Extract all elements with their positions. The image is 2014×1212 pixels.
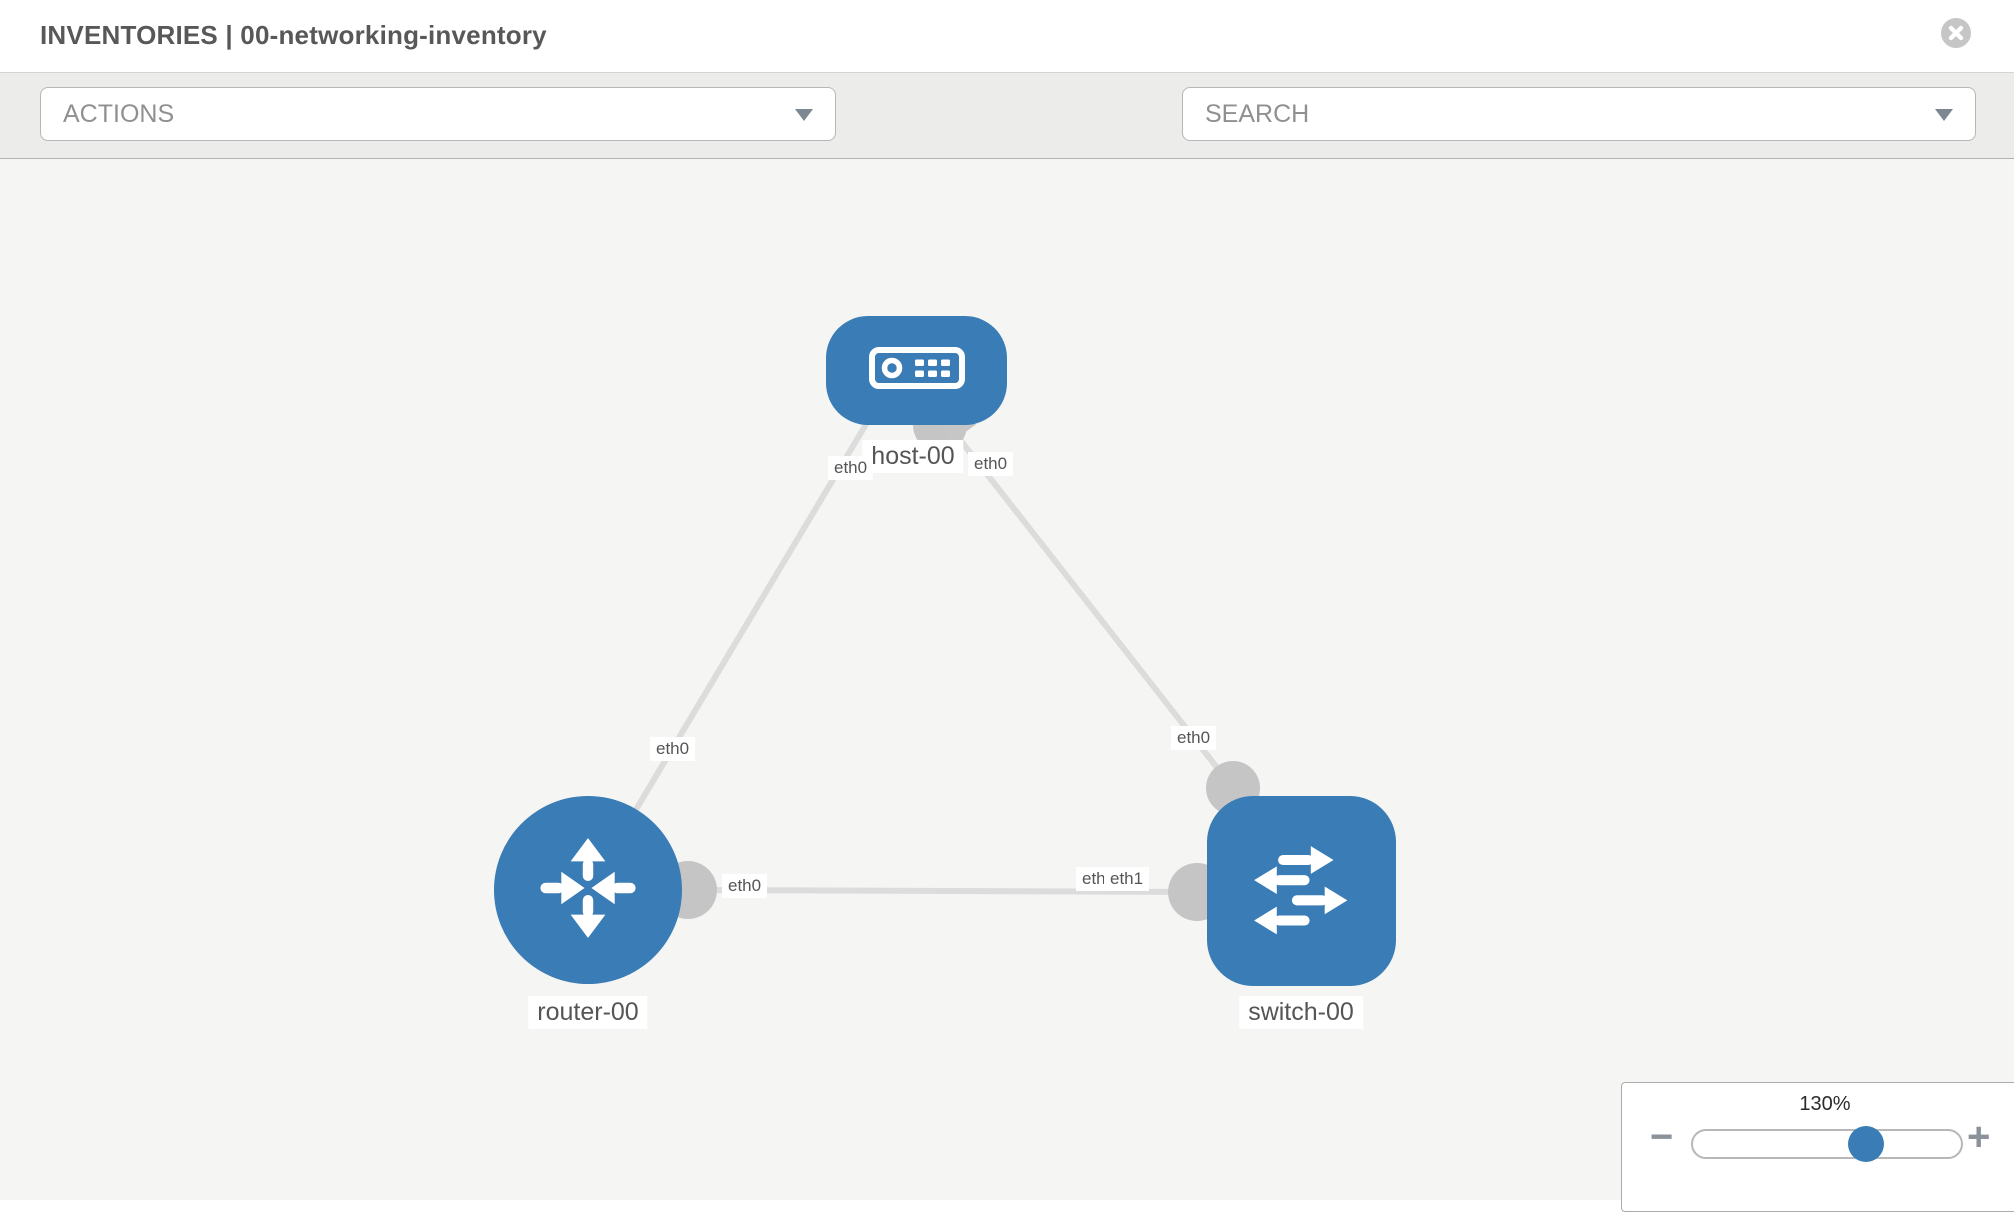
close-button[interactable] [1941,18,1971,48]
node-label-switch-00: switch-00 [1239,996,1363,1029]
chevron-down-icon [795,109,813,121]
topology-canvas[interactable]: host-00 router-00 switch-00 eth0 eth0 et… [0,159,2014,1212]
switch-arrows-icon [1239,826,1365,957]
actions-dropdown-label: ACTIONS [63,99,175,128]
zoom-slider[interactable] [1691,1126,1963,1162]
interface-label: eth0 [722,874,768,898]
node-switch-00[interactable] [1207,796,1396,986]
search-dropdown[interactable]: SEARCH [1182,87,1976,141]
zoom-out-button[interactable]: − [1650,1115,1674,1159]
node-label-host-00: host-00 [862,440,964,473]
interface-label: eth1 [1104,867,1150,891]
search-placeholder: SEARCH [1205,99,1310,128]
link-router-switch [687,887,1198,895]
zoom-slider-thumb[interactable] [1848,1126,1884,1162]
link-lines [585,419,1236,895]
node-host-00[interactable] [826,316,1007,425]
header: INVENTORIES | 00-networking-inventory [0,0,2014,73]
node-label-router-00: router-00 [528,996,648,1029]
node-router-00[interactable] [494,796,682,984]
actions-dropdown[interactable]: ACTIONS [40,87,836,141]
toolbar: ACTIONS SEARCH [0,73,2014,204]
zoom-level: 130% [1799,1093,1851,1115]
interface-label: eth0 [828,456,874,480]
router-arrows-icon [530,830,646,951]
page-title: INVENTORIES | 00-networking-inventory [40,20,547,50]
zoom-control-panel: 130% − + [1621,1082,2014,1212]
server-icon [867,345,967,396]
chevron-down-icon [1935,109,1953,121]
zoom-in-button[interactable]: + [1967,1115,1991,1159]
interface-label: eth0 [650,737,696,761]
interface-label: eth0 [968,452,1014,476]
interface-label: eth0 [1171,726,1217,750]
